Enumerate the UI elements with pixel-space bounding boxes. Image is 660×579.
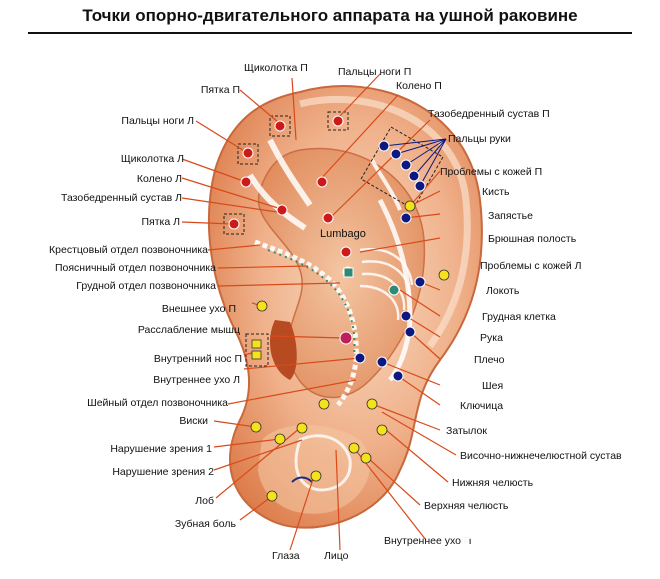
label-toes-right: Пальцы ноги П xyxy=(338,66,412,78)
watermark: Postila.ru xyxy=(462,530,581,560)
label-knee-left: Колено Л xyxy=(136,173,182,185)
label-arm: Рука xyxy=(480,332,503,344)
point-toes-left xyxy=(242,147,254,159)
label-abdomen: Брюшная полость xyxy=(488,233,577,245)
label-clavicle: Ключица xyxy=(460,400,504,412)
label-skin-left: Проблемы с кожей Л xyxy=(480,260,582,272)
label-fingers: Пальцы руки xyxy=(448,133,511,145)
label-tmj: Височно-нижнечелюстной сустав xyxy=(460,450,622,462)
label-inner-ear-right: Внутреннее ухо П xyxy=(384,535,472,547)
leg-sketch xyxy=(247,138,313,231)
title-underline xyxy=(28,32,632,34)
label-temples: Виски xyxy=(179,415,208,427)
label-wrist: Запястье xyxy=(488,210,533,222)
label-muscle-relax: Расслабление мышц xyxy=(137,324,240,336)
point-knee-left xyxy=(276,204,288,216)
skull-sketch xyxy=(294,434,352,492)
label-neck: Шея xyxy=(482,380,504,392)
red-points xyxy=(228,115,353,345)
leader-lines-fingers xyxy=(383,138,447,187)
label-occiput: Затылок xyxy=(446,425,487,437)
label-lower-jaw: Нижняя челюсть xyxy=(452,477,534,489)
label-hand: Кисть xyxy=(482,186,510,198)
label-skin-right: Проблемы с кожей П xyxy=(440,166,543,178)
label-heel-left: Пятка Л xyxy=(141,216,180,228)
label-ankle-left: Щиколотка Л xyxy=(120,153,184,165)
spine-sketch xyxy=(254,239,359,407)
label-ankle-right: Щиколотка П xyxy=(244,62,308,74)
label-outer-ear-right: Внешнее ухо П xyxy=(161,303,236,315)
hand-sketch xyxy=(370,159,402,211)
label-chest: Грудная клетка xyxy=(482,311,556,323)
lumbago-label: Lumbago xyxy=(320,228,366,240)
label-hip-left: Тазобедренный сустав Л xyxy=(61,192,182,204)
label-forehead: Лоб xyxy=(195,495,214,507)
label-vision-2: Нарушение зрения 2 xyxy=(112,466,214,478)
label-elbow: Локоть xyxy=(486,285,520,297)
label-hip-right: Тазобедренный сустав П xyxy=(428,108,550,120)
teal-points xyxy=(342,266,400,296)
helix-rim xyxy=(299,95,471,349)
point-heel-left xyxy=(228,218,240,230)
label-toothache: Зубная боль xyxy=(174,518,236,530)
point-hip-right xyxy=(322,212,334,224)
eye-sketch xyxy=(291,476,313,483)
label-heel-right: Пятка П xyxy=(200,84,240,96)
label-upper-jaw: Верхняя челюсть xyxy=(424,500,509,512)
label-lumbar-spine: Поясничный отдел позвоночника xyxy=(54,262,216,274)
label-thoracic-spine: Грудной отдел позвоночника xyxy=(76,280,216,292)
diagram-title: Точки опорно-двигательного аппарата на у… xyxy=(82,6,578,25)
label-sacral-spine: Крестцовый отдел позвоночника xyxy=(49,244,208,256)
label-shoulder: Плечо xyxy=(474,354,505,366)
label-toes-left: Пальцы ноги Л xyxy=(121,115,194,127)
point-toes-right xyxy=(332,115,344,127)
point-sacral xyxy=(340,246,352,258)
point-muscle-relax xyxy=(339,331,353,345)
label-inner-ear-left: Внутреннее ухо Л xyxy=(153,374,240,386)
label-knee-right: Колено П xyxy=(396,80,442,92)
spine-sketch-green xyxy=(267,249,356,357)
point-heel-right xyxy=(274,120,286,132)
label-cervical-spine: Шейный отдел позвоночника xyxy=(87,397,228,409)
yellow-points xyxy=(250,200,450,502)
dashed-boxes xyxy=(223,111,444,367)
label-face: Лицо xyxy=(324,550,349,562)
label-eyes: Глаза xyxy=(272,550,300,562)
navy-points xyxy=(354,140,426,382)
label-inner-nose-right: Внутренний нос П xyxy=(153,353,242,365)
label-vision-1: Нарушение зрения 1 xyxy=(110,443,212,455)
point-ankle-left xyxy=(240,176,252,188)
point-knee-right xyxy=(316,176,328,188)
